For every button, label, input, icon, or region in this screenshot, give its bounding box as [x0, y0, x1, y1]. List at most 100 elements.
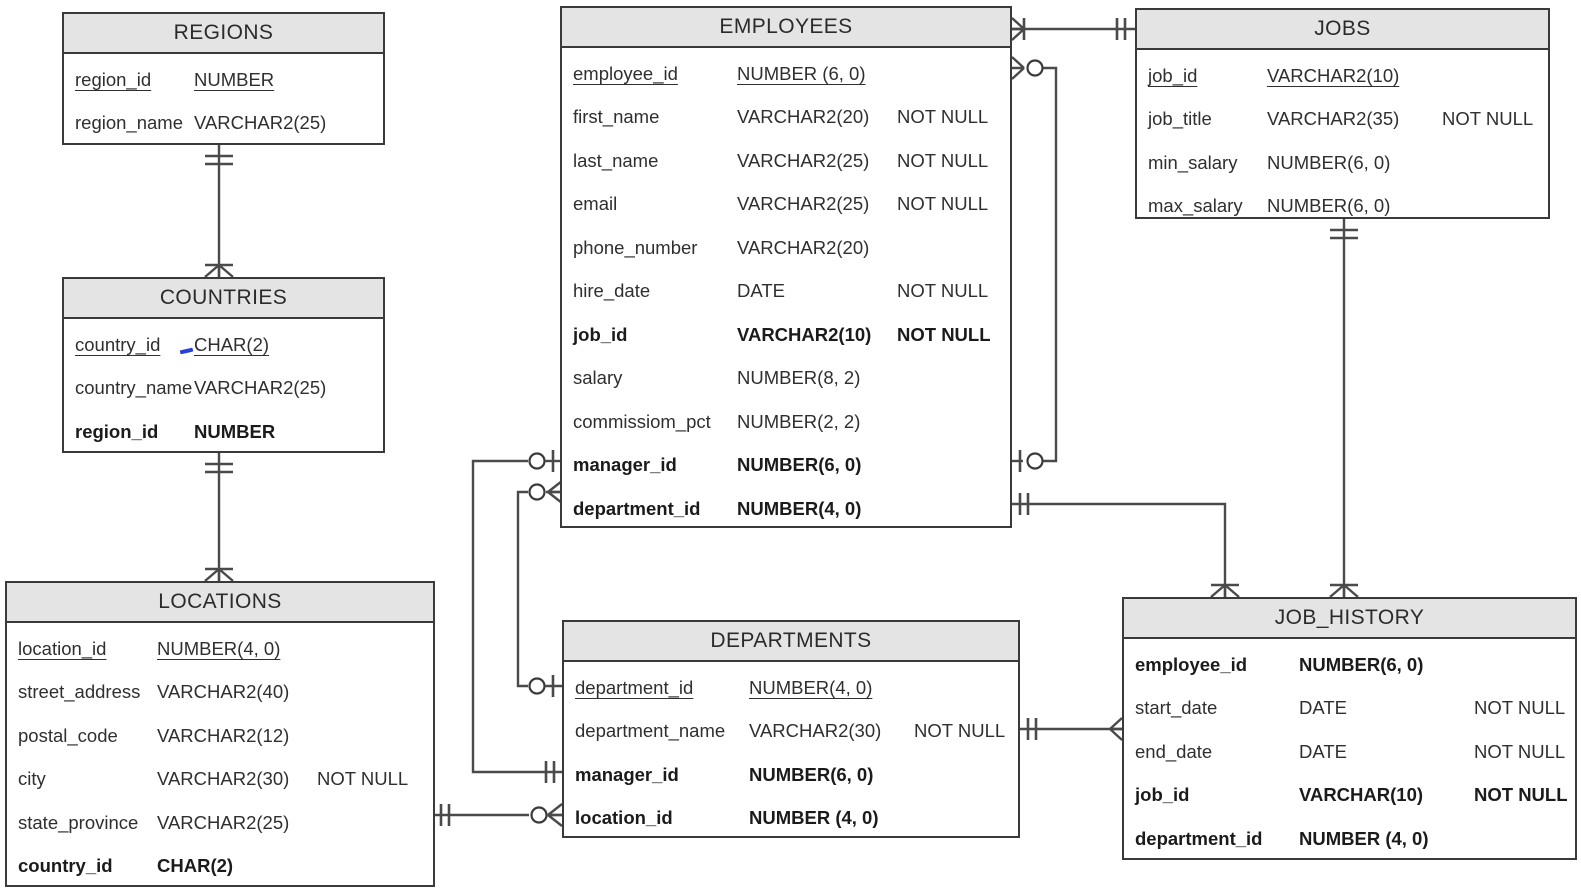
attribute-name: country_id — [75, 333, 161, 355]
attribute-row[interactable]: department_name VARCHAR2(30) NOT NULL — [564, 710, 1018, 754]
attribute-type: NUMBER(6, 0) — [1267, 195, 1391, 217]
attribute-row[interactable]: manager_id NUMBER(6, 0) — [564, 753, 1018, 797]
attribute-row[interactable]: end_date DATE NOT NULL — [1124, 730, 1575, 774]
attribute-row[interactable]: department_id NUMBER(4, 0) — [564, 666, 1018, 710]
attribute-name: email — [573, 193, 618, 215]
entity-job-history[interactable]: JOB_HISTORY employee_id NUMBER(6, 0) sta… — [1122, 597, 1577, 860]
attribute-name: region_name — [75, 112, 183, 134]
entity-jobs[interactable]: JOBS job_id VARCHAR2(10) job_title VARCH… — [1135, 8, 1550, 219]
rel-employees-manager[interactable] — [1011, 56, 1058, 472]
attribute-row[interactable]: min_salary NUMBER(6, 0) — [1137, 141, 1548, 185]
attribute-row[interactable]: job_id VARCHAR2(10) — [1137, 54, 1548, 98]
attribute-row[interactable]: region_name VARCHAR2(25) — [64, 102, 383, 146]
entity-locations[interactable]: LOCATIONS location_id NUMBER(4, 0) stree… — [5, 581, 435, 887]
rel-departments-manager[interactable] — [471, 450, 562, 783]
attribute-row[interactable]: manager_id NUMBER(6, 0) — [562, 444, 1010, 488]
attribute-row[interactable]: location_id NUMBER (4, 0) — [564, 797, 1018, 841]
attribute-type: VARCHAR2(35) — [1267, 108, 1400, 130]
attribute-type: VARCHAR2(25) — [194, 377, 327, 399]
attribute-row[interactable]: job_title VARCHAR2(35) NOT NULL — [1137, 98, 1548, 142]
entity-title-locations: LOCATIONS — [7, 583, 433, 623]
entity-title-countries: COUNTRIES — [64, 279, 383, 319]
entity-employees[interactable]: EMPLOYEES employee_id NUMBER (6, 0) firs… — [560, 6, 1012, 528]
attribute-row[interactable]: first_name VARCHAR2(20) NOT NULL — [562, 96, 1010, 140]
attribute-name: end_date — [1135, 740, 1213, 762]
attribute-name: job_id — [1148, 64, 1198, 86]
rel-employees-departments[interactable] — [516, 480, 563, 697]
attribute-nullability: NOT NULL — [897, 280, 989, 302]
attribute-type: DATE — [737, 280, 785, 302]
attribute-type: NUMBER(6, 0) — [749, 763, 874, 785]
attribute-name: job_id — [573, 323, 628, 345]
rel-employees-jobhistory[interactable] — [1012, 493, 1240, 598]
rel-regions-countries[interactable] — [204, 145, 234, 278]
entity-countries[interactable]: COUNTRIES country_id CHAR(2) country_nam… — [62, 277, 385, 453]
attribute-row[interactable]: country_id CHAR(2) — [7, 845, 433, 889]
attribute-type: NUMBER (4, 0) — [749, 807, 879, 829]
attribute-list-jobs: job_id VARCHAR2(10) job_title VARCHAR2(3… — [1137, 50, 1548, 230]
attribute-row[interactable]: salary NUMBER(8, 2) — [562, 357, 1010, 401]
attribute-type: CHAR(2) — [194, 333, 270, 355]
attribute-row[interactable]: employee_id NUMBER(6, 0) — [1124, 643, 1575, 687]
attribute-type: NUMBER (6, 0) — [737, 62, 866, 84]
attribute-row[interactable]: email VARCHAR2(25) NOT NULL — [562, 183, 1010, 227]
attribute-name: phone_number — [573, 236, 698, 258]
attribute-list-regions: region_id NUMBER region_name VARCHAR2(25… — [64, 54, 383, 147]
attribute-nullability: NOT NULL — [897, 149, 989, 171]
attribute-type: NUMBER — [194, 68, 275, 90]
entity-regions[interactable]: REGIONS region_id NUMBER region_name VAR… — [62, 12, 385, 145]
attribute-list-countries: country_id CHAR(2) country_name VARCHAR2… — [64, 319, 383, 456]
attribute-row[interactable]: commissiom_pct NUMBER(2, 2) — [562, 400, 1010, 444]
attribute-name: start_date — [1135, 697, 1218, 719]
rel-countries-locations[interactable] — [204, 453, 234, 582]
attribute-row[interactable]: postal_code VARCHAR2(12) — [7, 714, 433, 758]
attribute-name: manager_id — [575, 763, 679, 785]
attribute-name: postal_code — [18, 724, 118, 746]
attribute-type: NUMBER(2, 2) — [737, 410, 861, 432]
entity-title-job-history: JOB_HISTORY — [1124, 599, 1575, 639]
rel-employees-jobs[interactable] — [1011, 17, 1135, 41]
attribute-row[interactable]: region_id NUMBER — [64, 410, 383, 454]
attribute-row[interactable]: street_address VARCHAR2(40) — [7, 671, 433, 715]
attribute-name: department_id — [575, 676, 694, 698]
attribute-type: VARCHAR2(30) — [157, 768, 290, 790]
attribute-row[interactable]: country_id CHAR(2) — [64, 323, 383, 367]
rel-locations-departments[interactable] — [435, 803, 563, 827]
attribute-row[interactable]: location_id NUMBER(4, 0) — [7, 627, 433, 671]
attribute-type: DATE — [1299, 697, 1347, 719]
attribute-row[interactable]: state_province VARCHAR2(25) — [7, 801, 433, 845]
entity-title-employees: EMPLOYEES — [562, 8, 1010, 48]
attribute-name: location_id — [18, 637, 107, 659]
attribute-nullability: NOT NULL — [317, 768, 409, 790]
attribute-name: first_name — [573, 106, 660, 128]
attribute-nullability: NOT NULL — [897, 323, 991, 345]
attribute-row[interactable]: employee_id NUMBER (6, 0) — [562, 52, 1010, 96]
attribute-type: CHAR(2) — [157, 855, 234, 877]
attribute-name: department_id — [1135, 827, 1263, 849]
attribute-row[interactable]: region_id NUMBER — [64, 58, 383, 102]
attribute-type: VARCHAR(10) — [1299, 784, 1424, 806]
attribute-row[interactable]: country_name VARCHAR2(25) — [64, 367, 383, 411]
entity-departments[interactable]: DEPARTMENTS department_id NUMBER(4, 0) d… — [562, 620, 1020, 838]
rel-jobs-jobhistory[interactable] — [1329, 219, 1359, 598]
attribute-name: country_name — [75, 377, 193, 399]
attribute-type: NUMBER (4, 0) — [1299, 827, 1429, 849]
attribute-name: location_id — [575, 807, 673, 829]
attribute-row[interactable]: phone_number VARCHAR2(20) — [562, 226, 1010, 270]
attribute-row[interactable]: last_name VARCHAR2(25) NOT NULL — [562, 139, 1010, 183]
rel-departments-jobhistory[interactable] — [1020, 717, 1123, 741]
attribute-row[interactable]: job_id VARCHAR(10) NOT NULL — [1124, 774, 1575, 818]
attribute-name: job_title — [1148, 108, 1212, 130]
attribute-row[interactable]: start_date DATE NOT NULL — [1124, 687, 1575, 731]
attribute-type: VARCHAR2(25) — [157, 811, 290, 833]
attribute-row[interactable]: hire_date DATE NOT NULL — [562, 270, 1010, 314]
attribute-row[interactable]: city VARCHAR2(30) NOT NULL — [7, 758, 433, 802]
attribute-nullability: NOT NULL — [914, 720, 1006, 742]
attribute-row[interactable]: department_id NUMBER (4, 0) — [1124, 817, 1575, 861]
attribute-type: NUMBER(4, 0) — [737, 497, 862, 519]
attribute-row[interactable]: max_salary NUMBER(6, 0) — [1137, 185, 1548, 229]
attribute-name: country_id — [18, 855, 113, 877]
attribute-row[interactable]: job_id VARCHAR2(10) NOT NULL — [562, 313, 1010, 357]
attribute-type: VARCHAR2(25) — [737, 149, 870, 171]
attribute-row[interactable]: department_id NUMBER(4, 0) — [562, 487, 1010, 531]
